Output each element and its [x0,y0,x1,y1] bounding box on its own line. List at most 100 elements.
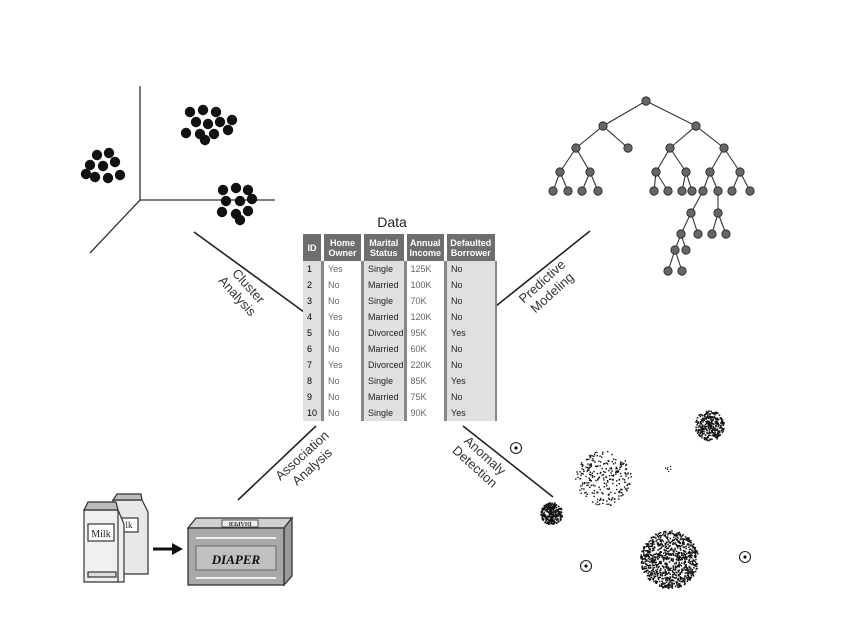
tree-node [713,208,723,218]
arrow-icon [153,543,183,555]
table-cell: 120K [405,309,448,325]
tree-node [691,121,701,131]
tree-node [663,266,673,276]
table-cell: Divorced [362,357,407,373]
table-cell: 70K [405,293,448,309]
cluster-point [226,114,238,126]
column-header-text: Defaulted [450,237,492,248]
tree-node [676,229,686,239]
tree-node [686,208,696,218]
diaper-top-label: DIAPER [228,520,252,526]
table-cell: 1 [303,261,324,277]
column-header-text: Income [409,247,442,258]
column-header-text: ID [307,242,317,253]
column-header-text: Owner [328,247,357,258]
cluster-point [97,160,109,172]
tree-node [555,167,565,177]
table-cell: 90K [405,405,448,421]
table-cell: 7 [303,357,324,373]
table-cell: Yes [322,309,364,325]
tiny-cluster [665,465,672,473]
cluster-point [89,171,101,183]
tree-node [745,186,755,196]
table-cell: Yes [322,357,364,373]
cluster-points [80,104,258,226]
table-cell: Married [362,341,407,357]
cluster-point [180,127,192,139]
sparse-cluster-center [575,450,632,507]
cluster-point [109,156,121,168]
connector-predictive [495,230,591,307]
table-cell: 2 [303,277,324,293]
tree-node [649,186,659,196]
tree-node [548,186,558,196]
large-cluster-bottom [640,530,699,590]
connector-association [237,425,317,501]
column-header-text: Marital [369,237,399,248]
table-cell: 6 [303,341,324,357]
cluster-point [217,184,229,196]
cluster-point [230,182,242,194]
tree-node [598,121,608,131]
diaper-box [186,516,294,587]
column-header-text: Borrower [450,247,491,258]
tree-node [693,229,703,239]
table-cell: Married [362,389,407,405]
tree-node [677,186,687,196]
tree-edge [575,125,604,149]
table-cell: No [322,373,364,389]
tree-edge [669,147,687,173]
table-cell: Married [362,277,407,293]
tree-node [563,186,573,196]
tree-node [651,167,661,177]
anomaly-scatter [509,410,752,590]
table-cell: 95K [405,325,448,341]
cluster-point [220,195,232,207]
cluster-point [234,214,246,226]
diaper-label: DIAPER [211,552,261,567]
cluster-point [214,116,226,128]
table-cell: Single [362,261,407,277]
tree-node [593,186,603,196]
table-cell: Yes [445,325,498,341]
cluster-point [103,147,115,159]
cluster-point [102,172,114,184]
tree-node [707,229,717,239]
table-cell: 4 [303,309,324,325]
cluster-point [202,118,214,130]
cluster-point [114,169,126,181]
data-table-title: Data [377,214,407,230]
table-cell: 60K [405,341,448,357]
tree-edge [655,147,671,173]
tree-edge [709,147,725,173]
table-cell: Divorced [362,325,407,341]
column-header-text: Home [329,237,355,248]
tree-node [705,167,715,177]
milk-cartons [83,493,149,583]
table-cell: 3 [303,293,324,309]
milk-label-back: lk [125,520,133,530]
connector-cluster [193,231,305,313]
tree-edge [669,125,697,149]
table-cell: No [322,341,364,357]
tree-node [571,143,581,153]
table-cell: 5 [303,325,324,341]
tree-edge [602,100,647,127]
column-header: ID [303,234,324,261]
table-cell: No [445,341,498,357]
cluster-point [242,205,254,217]
cluster-point [197,104,209,116]
table-cell: Single [362,373,407,389]
tree-node [577,186,587,196]
tree-node [641,96,651,106]
